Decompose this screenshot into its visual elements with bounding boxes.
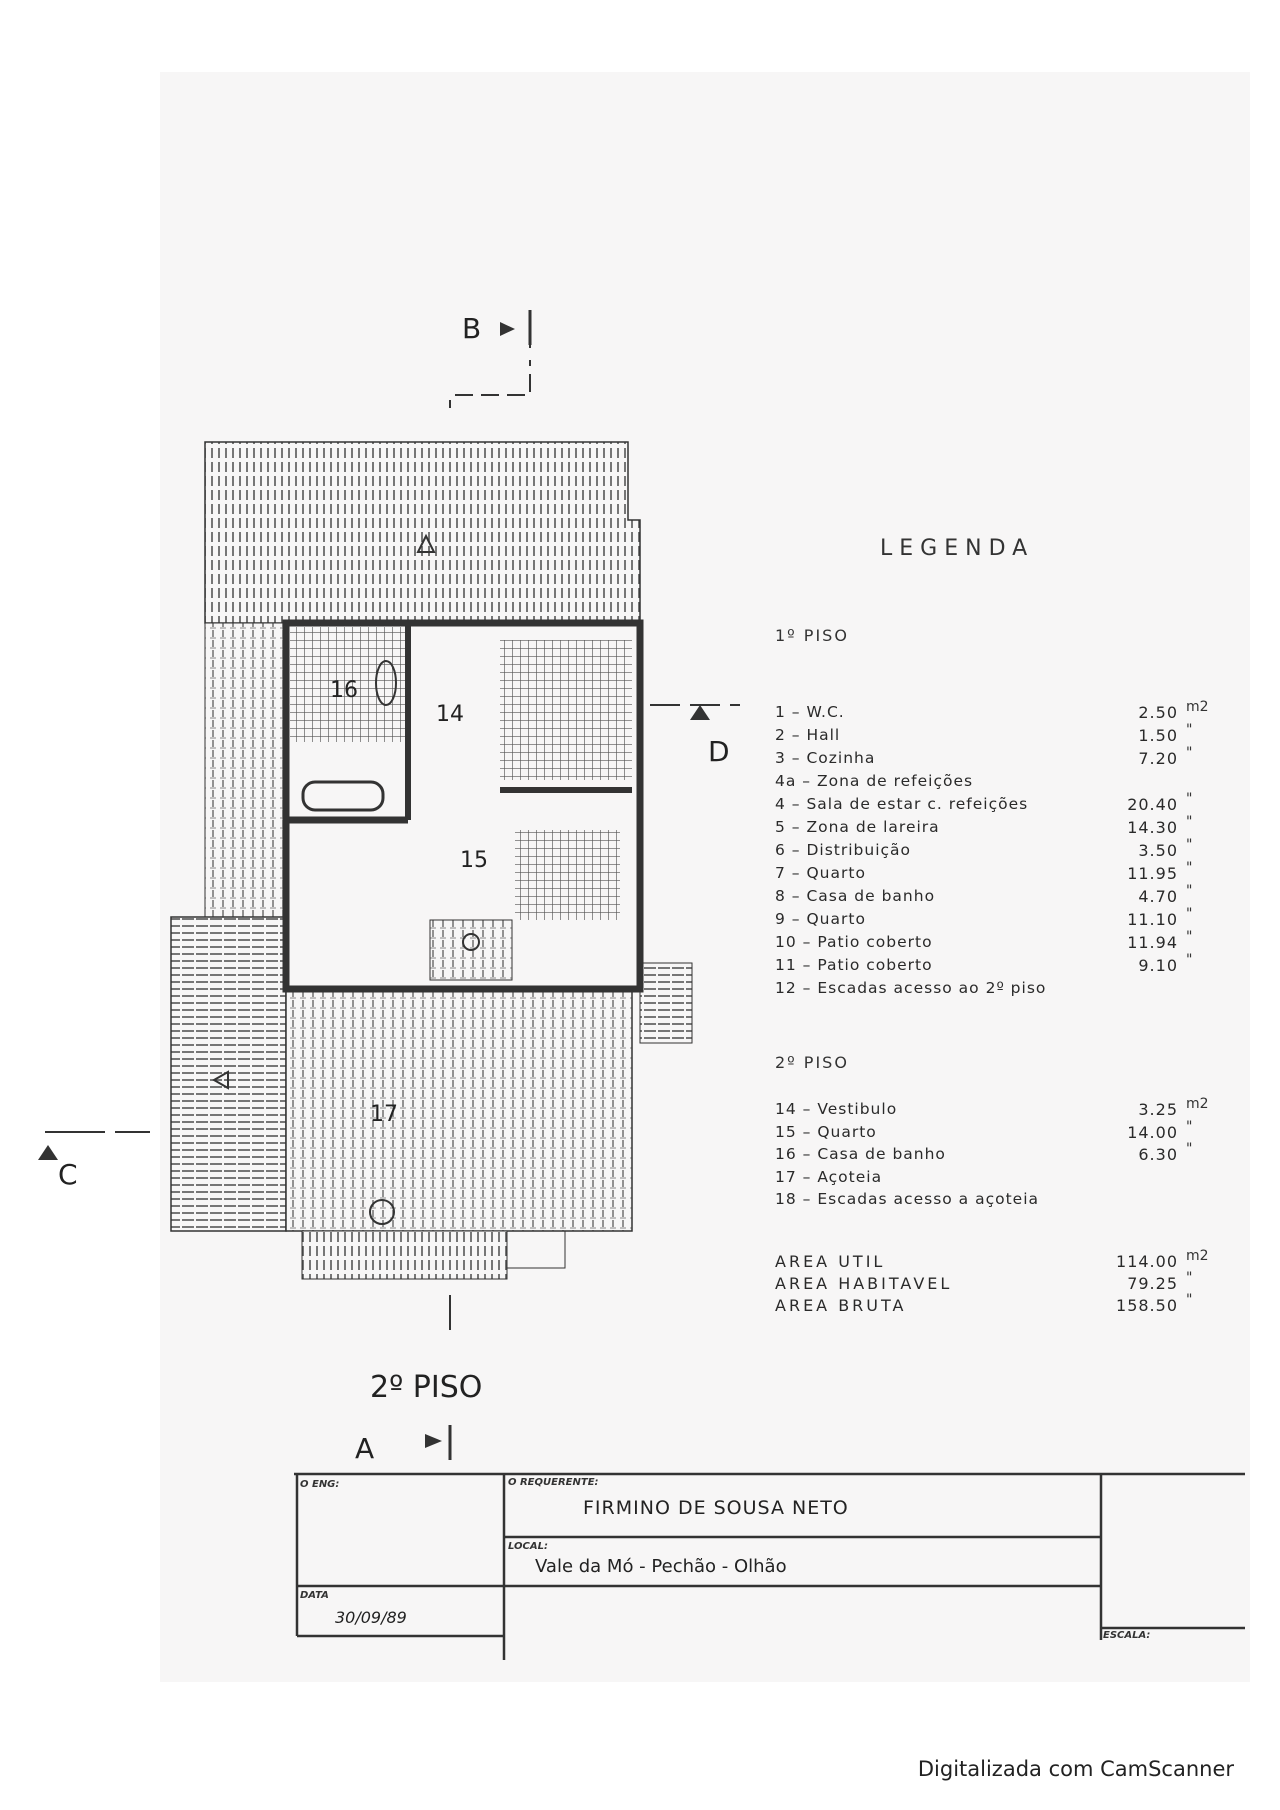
legend-item-unit: " [1186,791,1193,807]
legend-item-area: 2.50 [1138,703,1178,722]
legend-item-label: 16 – Casa de banho [775,1145,946,1163]
slope-triangle-icon [211,1070,229,1090]
section-marker-b: B [462,312,482,345]
legend-item-area: 6.30 [1138,1145,1178,1164]
legend-item-unit: " [1186,883,1193,899]
legend-item-area: 4.70 [1138,887,1178,906]
legend-item-label: 9 – Quarto [775,910,866,928]
data-label: DATA [300,1590,329,1601]
legend-item-label: 2 – Hall [775,726,841,744]
legend-item-unit: " [1186,745,1193,761]
legend-item-label: AREA HABITAVEL [775,1274,953,1293]
legend-item-label: 4a – Zona de refeições [775,772,974,790]
legend-item-unit: " [1186,860,1193,876]
legend-item-label: 14 – Vestibulo [775,1100,898,1118]
legend-item-label: 11 – Patio coberto [775,956,933,974]
arrow-b-icon [500,322,515,336]
legend-item-unit: " [1186,837,1193,853]
room-number-15: 15 [460,848,488,873]
room-number-17: 17 [370,1102,398,1127]
legend-item-area: 20.40 [1127,795,1178,814]
local-value: Vale da Mó - Pechão - Olhão [535,1556,787,1577]
floor1-heading: 1º PISO [775,626,849,645]
legend-item-label: 8 – Casa de banho [775,887,936,905]
bathroom-floor [290,627,408,742]
bottom-terrace [301,1230,508,1280]
legend-item-unit: " [1186,1118,1193,1135]
legend-item-unit: " [1186,952,1193,968]
legend-item-label: 17 – Açoteia [775,1167,883,1186]
local-label: LOCAL: [508,1541,548,1552]
legend-item-area: 11.10 [1127,910,1178,929]
legend-item-area: 1.50 [1138,726,1178,745]
legend-item-area: 11.94 [1127,933,1178,952]
legend-item-unit: m2 [1186,1248,1209,1264]
legend-item-area: 3.25 [1138,1100,1178,1119]
legend-item-area: 14.00 [1127,1122,1178,1142]
legend-item-label: AREA BRUTA [775,1296,907,1315]
legend-item-unit: " [1186,929,1193,945]
legend-item-label: 1 – W.C. [775,703,845,721]
legend-item-area: 9.10 [1138,956,1178,975]
legend-item-unit: " [1186,906,1193,922]
legend-item-area: 7.20 [1138,749,1178,768]
legend-item-unit: " [1186,1141,1193,1157]
legend-item-area: 11.95 [1127,864,1178,883]
section-marker-a: A [355,1432,375,1465]
legend-item-area: 14.30 [1127,818,1178,837]
section-marker-d: D [708,735,730,768]
legend-item-unit: " [1186,722,1193,738]
legend-item-unit: " [1186,814,1193,830]
legend-item-unit: m2 [1186,699,1209,715]
bathtub [301,780,385,812]
legend-item-label: 12 – Escadas acesso ao 2º piso [775,979,1047,997]
floor2-heading: 2º PISO [775,1053,849,1072]
bed [515,830,620,920]
arrow-a-icon [425,1434,442,1448]
slope-triangle-icon [416,533,436,553]
legend-item-label: 7 – Quarto [775,864,866,882]
section-marker-c: C [58,1158,78,1191]
legend-item-area: 3.50 [1138,841,1178,860]
right-terrace [639,962,693,1044]
legend-item-label: AREA UTIL [775,1252,886,1271]
escala-label: ESCALA: [1103,1630,1151,1641]
legend-item-label: 6 – Distribuição [775,841,912,859]
legend-item-label: 10 – Patio coberto [775,933,933,951]
room-number-16: 16 [330,678,358,703]
arrow-c-icon [38,1145,58,1160]
legend-item-unit: " [1186,1292,1193,1308]
floor-label: 2º PISO [370,1370,483,1405]
legend-item-unit: m2 [1186,1096,1209,1112]
date-value: 30/09/89 [335,1608,407,1627]
requerente-label: O REQUERENTE: [508,1477,599,1488]
legend-item-unit: " [1186,1270,1193,1286]
arrow-d-icon [690,705,710,720]
left-strip [204,622,287,919]
top-terrace [204,441,641,624]
legend-item-label: 5 – Zona de lareira [775,818,940,836]
requerente-name: FIRMINO DE SOUSA NETO [583,1497,849,1519]
stairs [500,640,632,780]
legend-item-label: 4 – Sala de estar c. refeições [775,795,1029,813]
legend-title: LEGENDA [880,536,1035,561]
legend-item-area: 79.25 [1127,1274,1178,1293]
legend-item-label: 3 – Cozinha [775,749,876,767]
legend-item-area: 114.00 [1116,1252,1178,1271]
eng-label: O ENG: [300,1479,340,1490]
sink [375,660,397,706]
fan-icon [369,1199,395,1225]
camscanner-footer: Digitalizada com CamScanner [917,1757,1234,1781]
legend-item-label: 18 – Escadas acesso a açoteia [775,1190,1040,1208]
room-number-14: 14 [436,702,464,727]
legend-item-area: 158.50 [1116,1296,1178,1315]
legend-item-label: 15 – Quarto [775,1122,877,1141]
